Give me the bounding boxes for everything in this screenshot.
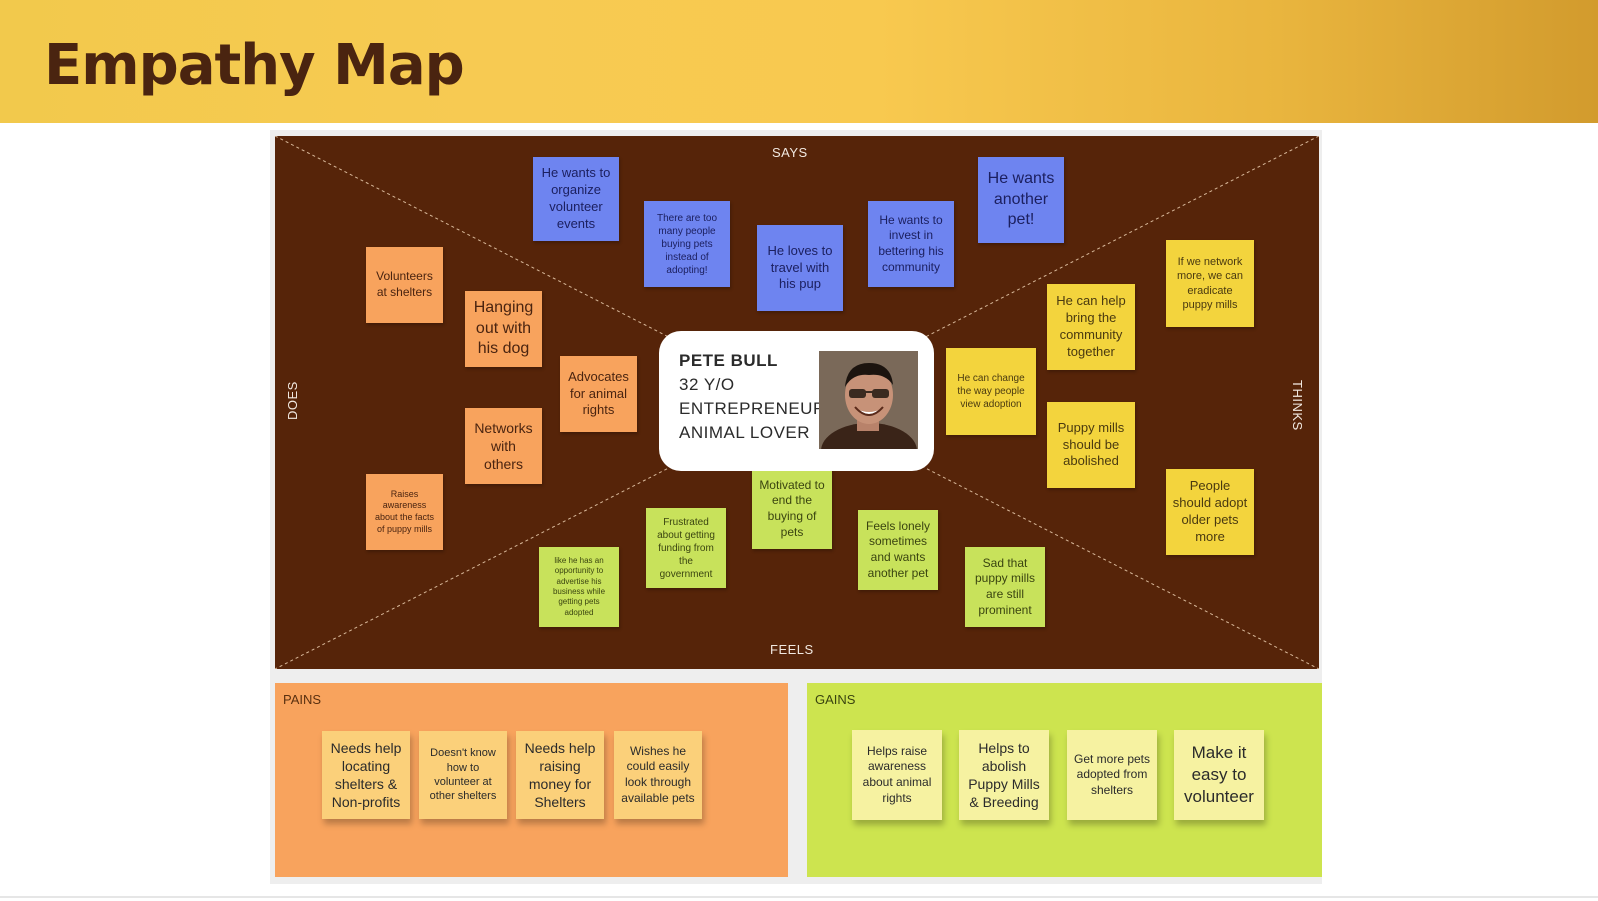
gain-note[interactable]: Helps to abolish Puppy Mills & Breeding bbox=[959, 730, 1049, 820]
sticky-note-does[interactable]: Advocates for animal rights bbox=[560, 356, 637, 432]
pain-note[interactable]: Needs help locating shelters & Non-profi… bbox=[322, 731, 410, 819]
sticky-note-thinks[interactable]: If we network more, we can eradicate pup… bbox=[1166, 240, 1254, 327]
persona-tagline: ANIMAL LOVER bbox=[679, 423, 811, 442]
footer-divider bbox=[0, 896, 1598, 898]
sticky-note-thinks[interactable]: He can change the way people view adopti… bbox=[946, 348, 1036, 435]
sticky-note-feels[interactable]: like he has an opportunity to advertise … bbox=[539, 547, 619, 627]
gains-panel: GAINS Helps raise awareness about animal… bbox=[807, 683, 1322, 877]
sticky-note-does[interactable]: Networks with others bbox=[465, 408, 542, 484]
gains-label: GAINS bbox=[815, 692, 856, 707]
persona-avatar-photo bbox=[819, 351, 918, 449]
sticky-note-does[interactable]: Raises awareness about the facts of pupp… bbox=[366, 474, 443, 550]
quadrant-label-does: DOES bbox=[285, 381, 300, 420]
slide-header: Empathy Map bbox=[0, 0, 1598, 123]
quadrant-label-thinks: THINKS bbox=[1290, 380, 1305, 431]
gain-note[interactable]: Make it easy to volunteer bbox=[1174, 730, 1264, 820]
quadrant-label-says: SAYS bbox=[772, 145, 808, 160]
sticky-note-says[interactable]: There are too many people buying pets in… bbox=[644, 201, 730, 287]
gain-note[interactable]: Get more pets adopted from shelters bbox=[1067, 730, 1157, 820]
sticky-note-feels[interactable]: Feels lonely sometimes and wants another… bbox=[858, 510, 938, 590]
sticky-note-says[interactable]: He wants another pet! bbox=[978, 157, 1064, 243]
sticky-note-does[interactable]: Hanging out with his dog bbox=[465, 291, 542, 367]
page-title: Empathy Map bbox=[44, 33, 465, 98]
sticky-note-feels[interactable]: Frustrated about getting funding from th… bbox=[646, 508, 726, 588]
pain-note[interactable]: Wishes he could easily look through avai… bbox=[614, 731, 702, 819]
persona-name: PETE BULL bbox=[679, 351, 778, 370]
quadrant-label-feels: FEELS bbox=[770, 642, 814, 657]
sticky-note-says[interactable]: He wants to organize volunteer events bbox=[533, 157, 619, 241]
sticky-note-says[interactable]: He loves to travel with his pup bbox=[757, 225, 843, 311]
persona-role: ENTREPRENEUR bbox=[679, 399, 826, 418]
empathy-map-board: SAYS FEELS DOES THINKS He wants to organ… bbox=[275, 136, 1319, 669]
pain-note[interactable]: Doesn't know how to volunteer at other s… bbox=[419, 731, 507, 819]
persona-age: 32 Y/O bbox=[679, 375, 735, 394]
sticky-note-does[interactable]: Volunteers at shelters bbox=[366, 247, 443, 323]
sticky-note-feels[interactable]: Motivated to end the buying of pets bbox=[752, 469, 832, 549]
sticky-note-feels[interactable]: Sad that puppy mills are still prominent bbox=[965, 547, 1045, 627]
gain-note[interactable]: Helps raise awareness about animal right… bbox=[852, 730, 942, 820]
sticky-note-thinks[interactable]: Puppy mills should be abolished bbox=[1047, 402, 1135, 488]
sticky-note-thinks[interactable]: He can help bring the community together bbox=[1047, 284, 1135, 370]
persona-card: PETE BULL 32 Y/O ENTREPRENEUR ANIMAL LOV… bbox=[659, 331, 934, 471]
pain-note[interactable]: Needs help raising money for Shelters bbox=[516, 731, 604, 819]
pains-label: PAINS bbox=[283, 692, 322, 707]
sticky-note-thinks[interactable]: People should adopt older pets more bbox=[1166, 469, 1254, 555]
pains-panel: PAINS Needs help locating shelters & Non… bbox=[275, 683, 788, 877]
sticky-note-says[interactable]: He wants to invest in bettering his comm… bbox=[868, 201, 954, 287]
